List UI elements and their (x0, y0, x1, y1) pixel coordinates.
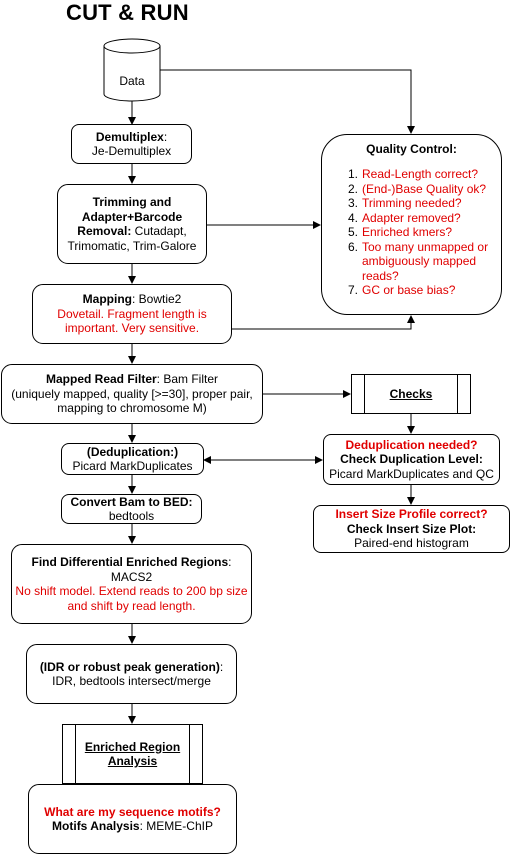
diff-regions-colon: : (228, 555, 232, 569)
bam-to-bed-label: Convert Bam to BED: (70, 494, 193, 509)
process-bar-left (63, 725, 76, 783)
mapped-filter-tool: : Bam Filter (156, 372, 219, 387)
idr-tool: IDR, bedtools intersect/merge (52, 674, 211, 688)
process-bar-left (352, 375, 365, 413)
checks-label: Checks (389, 386, 433, 401)
diagram-title: CUT & RUN (66, 0, 189, 25)
demultiplex-tool: Je-Demultiplex (91, 144, 172, 158)
data-label: Data (119, 73, 145, 88)
mapping-note2: important. Very sensitive. (64, 321, 200, 336)
diff-regions-label: Find Differential Enriched Regions (31, 555, 229, 569)
dedup-box: (Deduplication:) Picard MarkDuplicates (61, 443, 204, 475)
qc-item-number: 3. (348, 196, 359, 210)
trimming-line4: Trimomatic, Trim-Galore (67, 238, 197, 253)
mapping-label: Mapping (82, 292, 132, 307)
dup-check-tool: Picard MarkDuplicates and QC (329, 466, 494, 481)
mapping-note1: Dovetail. Fragment length is (57, 306, 207, 321)
process-bar-right (189, 725, 202, 783)
mapped-filter-label: Mapped Read Filter (45, 372, 157, 387)
qc-item: 7.GC or base bias? (348, 283, 499, 298)
quality-control-title: Quality Control: (366, 142, 457, 156)
diff-regions-tool: MACS2 (110, 569, 153, 584)
qc-item-text: Enriched kmers? (362, 225, 453, 239)
bam-to-bed-tool: bedtools (108, 509, 155, 523)
mapping-tool: : Bowtie2 (131, 292, 182, 307)
qc-item: 6.Too many unmapped or ambiguously mappe… (348, 239, 499, 284)
mapped-filter-line3: mapping to chromosome M) (57, 401, 207, 416)
qc-item-number: 7. (348, 283, 359, 297)
qc-item: 5.Enriched kmers? (348, 225, 499, 240)
qc-item-text: Adapter removed? (362, 210, 461, 225)
qc-item: 3.Trimming needed? (348, 196, 499, 211)
qc-item-number: 6. (348, 239, 359, 254)
demultiplex-colon: : (163, 129, 168, 144)
qc-item-number: 1. (348, 167, 359, 181)
dup-check-label: Check Duplication Level: (340, 452, 483, 467)
qc-item: 1.Read-Length correct? (348, 167, 499, 182)
qc-item-text: GC or base bias? (362, 283, 456, 297)
motifs-label: Motifs Analysis (52, 819, 140, 833)
qc-item-number: 4. (348, 210, 359, 225)
qc-item: 2.(End-)Base Quality ok? (348, 181, 499, 197)
trimming-line3-rest: Cutadapt, (131, 224, 187, 238)
insert-check-box: Insert Size Profile correct? Check Inser… (313, 505, 510, 553)
mapped-filter-box: Mapped Read Filter: Bam Filter (uniquely… (1, 364, 263, 424)
trimming-line1: Trimming and (92, 195, 172, 209)
diff-regions-note1: No shift model. Extend reads to 200 bp s… (15, 584, 248, 598)
trimming-box: Trimming and Adapter+Barcode Removal: Cu… (57, 184, 207, 264)
trimming-line3-bold: Removal: (77, 224, 132, 238)
diff-regions-note2: and shift by read length. (67, 598, 196, 613)
motifs-box: What are my sequence motifs? Motifs Anal… (28, 784, 237, 854)
dup-check-box: Deduplication needed? Check Duplication … (323, 434, 500, 485)
diff-regions-box: Find Differential Enriched Regions: MACS… (11, 544, 252, 624)
qc-item: 4. Adapter removed? (348, 210, 499, 226)
enriched-analysis-box: Enriched Region Analysis (62, 724, 203, 784)
insert-check-question: Insert Size Profile correct? (335, 507, 488, 522)
qc-item-number: 2. (348, 181, 359, 196)
insert-check-label: Check Insert Size Plot: (346, 521, 477, 536)
quality-control-box: Quality Control: 1.Read-Length correct? … (321, 134, 502, 315)
mapping-box: Mapping: Bowtie2 Dovetail. Fragment leng… (32, 284, 232, 344)
qc-item-text: Too many unmapped or ambiguously mapped … (362, 239, 489, 283)
qc-item-text: Read-Length correct? (362, 167, 479, 181)
qc-item-number: 5. (348, 225, 359, 239)
mapped-filter-line2: (uniquely mapped, quality [>=30], proper… (11, 386, 253, 401)
checks-box: Checks (351, 374, 471, 414)
trimming-line2: Adapter+Barcode (81, 209, 183, 224)
idr-label: (IDR or robust peak generation) (39, 659, 220, 674)
arrow-mapping-to-qc (232, 315, 415, 330)
motifs-tool: : MEME-ChIP (139, 819, 213, 833)
quality-control-list: 1.Read-Length correct? 2.(End-)Base Qual… (348, 167, 499, 298)
dup-check-question: Deduplication needed? (345, 437, 478, 452)
enriched-analysis-line2: Analysis (107, 754, 158, 768)
arrow-data-to-qc (160, 69, 415, 134)
qc-item-text: Trimming needed? (362, 196, 462, 210)
dedup-tool: Picard MarkDuplicates (72, 459, 193, 473)
idr-box: (IDR or robust peak generation): IDR, be… (26, 644, 237, 704)
data-label-box: Data (104, 66, 160, 96)
process-bar-right (457, 375, 470, 413)
demultiplex-box: Demultiplex: Je-Demultiplex (71, 124, 192, 164)
motifs-question: What are my sequence motifs? (44, 804, 221, 819)
insert-check-tool: Paired-end histogram (354, 536, 469, 551)
idr-colon: : (219, 659, 224, 674)
demultiplex-label: Demultiplex (95, 129, 164, 144)
enriched-analysis-line1: Enriched Region (84, 739, 181, 754)
dedup-label: (Deduplication:) (86, 444, 179, 459)
qc-item-text: (End-)Base Quality ok? (362, 181, 487, 196)
bam-to-bed-box: Convert Bam to BED: bedtools (61, 494, 202, 524)
